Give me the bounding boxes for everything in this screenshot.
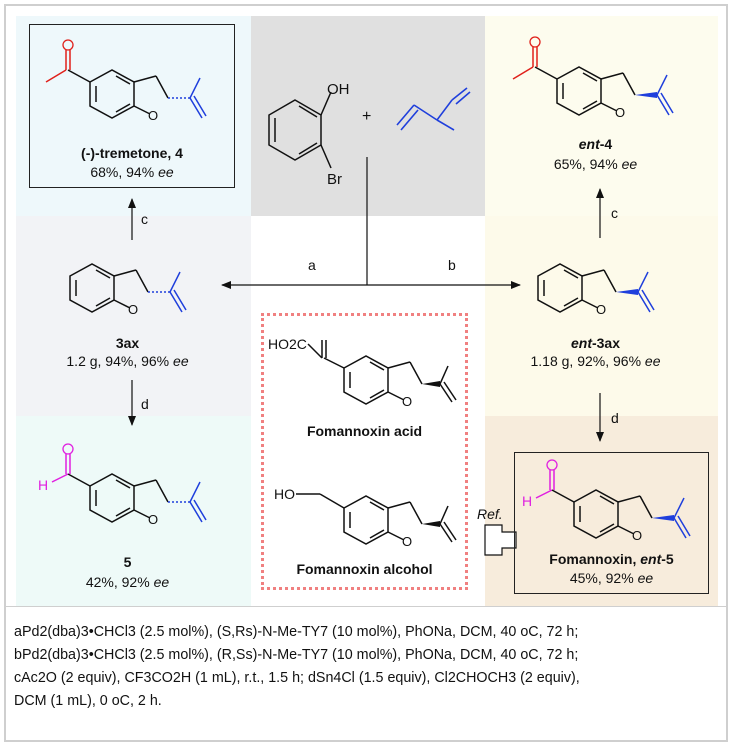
footnote-c-d: cAc2O (2 equiv), CF3CO2H (1 mL), r.t., 1… xyxy=(14,670,580,686)
ref-arrow xyxy=(484,524,517,556)
cmp-5-yield: 42%, 92% ee xyxy=(85,574,170,590)
panel-mid-right xyxy=(485,216,718,416)
ref-label: Ref. xyxy=(477,506,503,522)
panel-top-center xyxy=(251,16,485,216)
ent-3ax-yield: 1.18 g, 92%, 96% ee xyxy=(530,353,661,369)
3ax-structure: O xyxy=(69,263,187,317)
scheme-frame xyxy=(4,4,728,742)
footnote-b: bPd2(dba)3•CHCl3 (2.5 mol%), (R,Ss)-N-Me… xyxy=(14,647,579,663)
fomannoxin-acid-o-label: O xyxy=(402,394,412,409)
step-c-left-label: c xyxy=(141,211,148,227)
fomannoxin-h-label: H xyxy=(522,493,532,509)
3ax-o-label: O xyxy=(128,302,138,317)
isoprene-structure xyxy=(396,87,471,131)
tremetone-structure: O xyxy=(45,39,207,123)
ent-4-yield: 65%, 94% ee xyxy=(553,156,638,172)
plus-sign: + xyxy=(362,108,372,125)
fomannoxin-acid-group: HO2C xyxy=(268,336,307,352)
cmp-5-name: 5 xyxy=(123,554,132,570)
footnote-d-cont: DCM (1 mL), 0 oC, 2 h. xyxy=(14,693,162,709)
panel-top-left xyxy=(16,16,251,216)
step-a-label: a xyxy=(308,257,316,273)
step-d-left-label: d xyxy=(141,396,149,412)
3ax-yield: 1.2 g, 94%, 96% ee xyxy=(66,353,189,369)
fomannoxin-alcohol-name: Fomannoxin alcohol xyxy=(296,561,433,577)
ent-4-name: ent-4 xyxy=(578,136,613,152)
tremetone-yield: 68%, 94% ee xyxy=(90,164,174,180)
ent-4-structure: O xyxy=(512,36,674,120)
step-d-right-label: d xyxy=(611,410,619,426)
panel-mid-left xyxy=(16,216,251,416)
tremetone-box xyxy=(29,24,235,188)
br-label: Br xyxy=(327,171,342,188)
cmp-5-structure: H O xyxy=(38,443,207,527)
step-c-right-label: c xyxy=(611,205,618,221)
cmp-5-o-label: O xyxy=(148,512,158,527)
fomannoxin-o-label: O xyxy=(632,528,642,543)
fomannoxin-structure: H O xyxy=(522,459,691,543)
fomannoxin-yield: 45%, 92% ee xyxy=(569,570,654,586)
ent-4-o-label: O xyxy=(615,105,625,120)
fomannoxin-alcohol-group: HO xyxy=(274,486,295,502)
step-b-label: b xyxy=(448,257,456,273)
footnote-a: aPd2(dba)3•CHCl3 (2.5 mol%), (S,Rs)-N-Me… xyxy=(14,624,579,640)
ent-3ax-structure: O xyxy=(537,263,655,317)
bromophenol-structure xyxy=(268,91,332,169)
ent-3ax-o-label: O xyxy=(596,302,606,317)
oh-label: OH xyxy=(327,81,350,98)
ent-3ax-name: ent-3ax xyxy=(570,335,621,351)
footnotes: aPd2(dba)3•CHCl3 (2.5 mol%), (S,Rs)-N-Me… xyxy=(14,621,714,713)
fomannoxin-name: Fomannoxin, ent-5 xyxy=(549,551,674,567)
panel-bottom-right xyxy=(485,416,718,606)
footer-divider xyxy=(6,606,726,607)
fomannoxin-alcohol-structure: O xyxy=(296,493,457,549)
tremetone-name: (-)-tremetone, 4 xyxy=(81,145,183,161)
tremetone-o-label: O xyxy=(148,108,158,123)
fomannoxin-box xyxy=(514,452,709,594)
fomannoxin-acid-name: Fomannoxin acid xyxy=(306,423,423,439)
fomannoxin-alcohol-o-label: O xyxy=(402,534,412,549)
panel-top-right xyxy=(485,16,718,216)
cmp-5-h-label: H xyxy=(38,477,48,493)
natural-products-dashed-box xyxy=(261,313,468,590)
fomannoxin-acid-structure: O xyxy=(307,340,457,409)
3ax-name: 3ax xyxy=(115,335,140,351)
